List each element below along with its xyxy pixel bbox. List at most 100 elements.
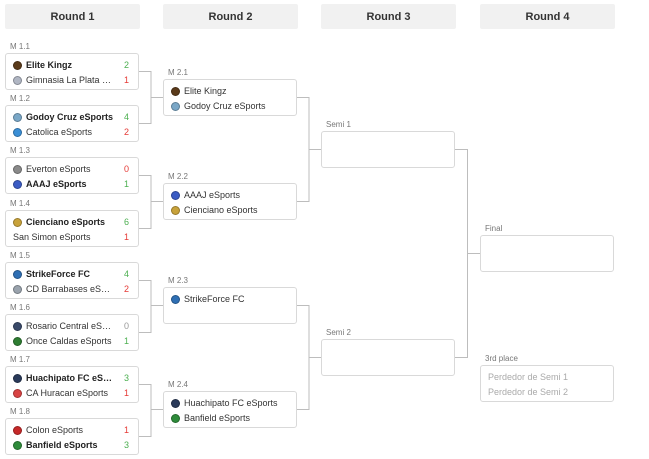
team-score: 1 bbox=[123, 425, 129, 435]
team-name: Catolica eSports bbox=[26, 127, 93, 137]
banfield-logo-icon bbox=[13, 440, 22, 450]
match-1-2-label: M 1.2 bbox=[10, 94, 31, 103]
team-name: Perdedor de Semi 1 bbox=[488, 372, 569, 382]
third-place-label: 3rd place bbox=[485, 354, 518, 363]
team-name: Elite Kingz bbox=[26, 60, 73, 70]
match-1-7-label: M 1.7 bbox=[10, 355, 31, 364]
third-place-team-row[interactable]: Perdedor de Semi 1 bbox=[481, 370, 613, 384]
huachipato-logo-icon bbox=[171, 398, 180, 408]
match-1-1-label: M 1.1 bbox=[10, 42, 31, 51]
team-score: 6 bbox=[123, 217, 129, 227]
team-name: Once Caldas eSports bbox=[26, 336, 112, 346]
match-1-6-label: M 1.6 bbox=[10, 303, 31, 312]
match-1-8-team-row[interactable]: Colon eSports 1 bbox=[6, 423, 138, 437]
team-score: 2 bbox=[123, 127, 129, 137]
team-name: Cienciano eSports bbox=[26, 217, 106, 227]
godoy-cruz-logo-icon bbox=[171, 101, 180, 111]
aaaj-logo-icon bbox=[171, 190, 180, 200]
third-place-team-row[interactable]: Perdedor de Semi 2 bbox=[481, 385, 613, 399]
match-2-4-label: M 2.4 bbox=[168, 380, 189, 389]
match-1-1-team-row[interactable]: Elite Kingz 2 bbox=[6, 58, 138, 72]
team-name: Rosario Central eSports bbox=[26, 321, 115, 331]
match-2-2-label: M 2.2 bbox=[168, 172, 189, 181]
semi-1-card[interactable] bbox=[321, 131, 455, 168]
team-score: 2 bbox=[123, 60, 129, 70]
team-score: 4 bbox=[123, 269, 129, 279]
team-name: Banfield eSports bbox=[26, 440, 98, 450]
semi-2-label: Semi 2 bbox=[326, 328, 351, 337]
semi-1-label: Semi 1 bbox=[326, 120, 351, 129]
match-1-2-team-row[interactable]: Catolica eSports 2 bbox=[6, 125, 138, 139]
match-2-2-team-row[interactable]: AAAJ eSports bbox=[164, 188, 296, 202]
r1-r2-connector-2 bbox=[139, 175, 152, 229]
match-2-4-team-row[interactable]: Huachipato FC eSports bbox=[164, 396, 296, 410]
strikeforce-logo-icon bbox=[13, 269, 22, 279]
match-2-1-label: M 2.1 bbox=[168, 68, 189, 77]
team-name: Elite Kingz bbox=[184, 86, 227, 96]
match-2-3-card[interactable]: StrikeForce FC bbox=[163, 287, 297, 324]
barrabases-logo-icon bbox=[13, 284, 22, 294]
semi-2-card[interactable] bbox=[321, 339, 455, 376]
team-score: 4 bbox=[123, 112, 129, 122]
match-2-1-team-row[interactable]: Elite Kingz bbox=[164, 84, 296, 98]
match-1-7-team-row[interactable]: Huachipato FC eSports 3 bbox=[6, 371, 138, 385]
match-2-3-team-row[interactable]: StrikeForce FC bbox=[164, 292, 296, 306]
match-1-7-card[interactable]: Huachipato FC eSports 3 CA Huracan eSports… bbox=[5, 366, 139, 403]
final-card[interactable] bbox=[480, 235, 614, 272]
team-score: 3 bbox=[123, 373, 129, 383]
round-3-header: Round 3 bbox=[321, 4, 456, 29]
banfield-logo-icon bbox=[171, 413, 180, 423]
match-2-1-team-row[interactable]: Godoy Cruz eSports bbox=[164, 99, 296, 113]
match-1-5-label: M 1.5 bbox=[10, 251, 31, 260]
huracan-logo-icon bbox=[13, 388, 22, 398]
team-name: Huachipato FC eSports bbox=[184, 398, 278, 408]
elite-kingz-logo-icon bbox=[171, 86, 180, 96]
match-1-4-team-row[interactable]: Cienciano eSports 6 bbox=[6, 215, 138, 229]
catolica-logo-icon bbox=[13, 127, 22, 137]
team-name: San Simon eSports bbox=[13, 232, 91, 242]
third-place-card[interactable]: Perdedor de Semi 1 Perdedor de Semi 2 bbox=[480, 365, 614, 402]
match-2-2-team-row[interactable]: Cienciano eSports bbox=[164, 203, 296, 217]
r1-r2-connector-1 bbox=[139, 71, 152, 124]
everton-logo-icon bbox=[13, 164, 22, 174]
match-2-4-team-row[interactable]: Banfield eSports bbox=[164, 411, 296, 425]
team-score: 1 bbox=[123, 336, 129, 346]
team-name: Everton eSports bbox=[26, 164, 91, 174]
match-1-3-team-row[interactable]: AAAJ eSports 1 bbox=[6, 177, 138, 191]
final-label: Final bbox=[485, 224, 503, 233]
team-name: AAAJ eSports bbox=[26, 179, 87, 189]
team-name: CD Barrabases eSports bbox=[26, 284, 115, 294]
team-name: Colon eSports bbox=[26, 425, 84, 435]
team-name: Godoy Cruz eSports bbox=[26, 112, 114, 122]
once-caldas-logo-icon bbox=[13, 336, 22, 346]
team-score: 1 bbox=[123, 388, 129, 398]
team-name: Huachipato FC eSports bbox=[26, 373, 115, 383]
team-name: StrikeForce FC bbox=[184, 294, 245, 304]
match-2-3-team-row[interactable] bbox=[164, 307, 296, 321]
godoy-cruz-logo-icon bbox=[13, 112, 22, 122]
elite-kingz-logo-icon bbox=[13, 60, 22, 70]
round-2-header: Round 2 bbox=[163, 4, 298, 29]
match-1-2-team-row[interactable]: Godoy Cruz eSports 4 bbox=[6, 110, 138, 124]
colon-logo-icon bbox=[13, 425, 22, 435]
match-1-6-team-row[interactable]: Once Caldas eSports 1 bbox=[6, 334, 138, 348]
team-score: 1 bbox=[123, 179, 129, 189]
